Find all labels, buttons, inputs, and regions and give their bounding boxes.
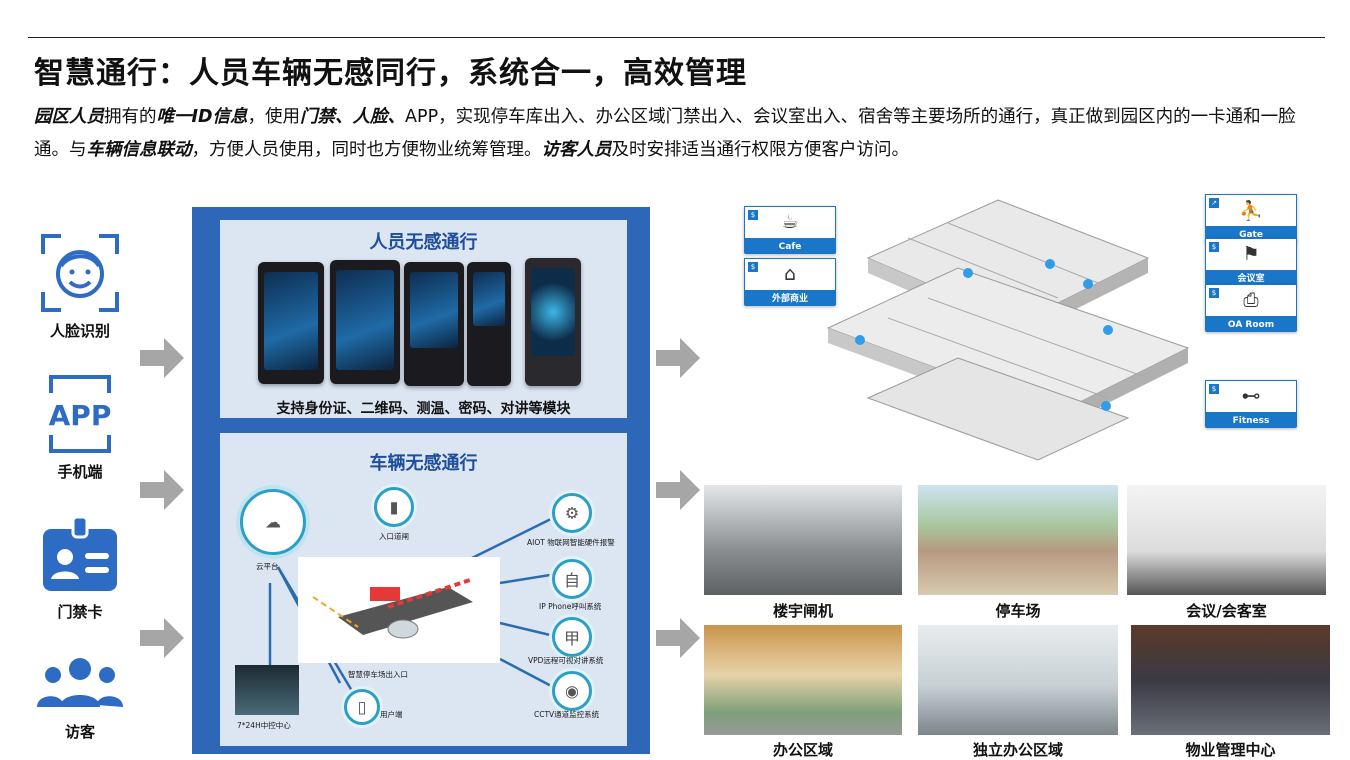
dumbbell-icon: ⊷	[1241, 385, 1261, 407]
face-terminal-device	[330, 260, 400, 384]
visitors-icon	[37, 658, 123, 707]
user-client-label: 用户端	[380, 710, 403, 719]
top-divider	[28, 37, 1325, 38]
tag-shop-label: 外部商业	[771, 294, 808, 304]
left-item-face: 人脸识别	[30, 232, 130, 341]
tag-meeting-label: 会议室	[1237, 274, 1265, 284]
parking-gate-label: 智慧停车场出入口	[348, 670, 408, 679]
arrow-right-icon	[140, 618, 184, 658]
shop-icon: ⌂	[783, 263, 797, 285]
people-section-title: 人员无感通行	[369, 232, 478, 253]
ip-phone-label: IP Phone呼叫系统	[539, 602, 602, 611]
intro-em-visitor: 访客人员	[541, 140, 612, 160]
app-icon: APP	[49, 375, 112, 453]
tag-oa-room-label: OA Room	[1227, 320, 1275, 330]
intro-text: 及时安排适当通行权限方便客户访问。	[611, 140, 910, 160]
tag-oa-room: $⎙ OA Room	[1205, 284, 1297, 332]
photo-meeting-room	[1127, 485, 1326, 595]
arrow-right-icon	[656, 470, 700, 510]
cloud-platform-label: 云平台	[256, 562, 279, 571]
entry-barrier-label: 入口道闸	[379, 532, 409, 541]
photo-label-independent-office: 独立办公区域	[972, 741, 1063, 759]
photo-label-meeting-room: 会议/会客室	[1186, 602, 1267, 620]
intro-text: 拥有的	[104, 107, 157, 127]
left-item-card: 门禁卡	[30, 513, 130, 622]
photo-property-center	[1131, 625, 1330, 735]
ip-phone-node: 自	[552, 559, 592, 599]
vpd-node: 甲	[552, 617, 592, 657]
tag-fitness: $⊷ Fitness	[1205, 380, 1297, 428]
tag-gate-label: Gate	[1239, 230, 1263, 240]
arrow-right-icon	[140, 338, 184, 378]
vpd-label: VPD远程可视对讲系统	[528, 656, 604, 665]
photo-label-parking: 停车场	[995, 602, 1041, 620]
intro-em-vehicle: 车辆信息联动	[86, 140, 192, 160]
meeting-icon: ⚑	[1242, 243, 1260, 265]
intro-em-id: 唯一ID信息	[156, 107, 248, 127]
aiot-label: AIOT 物联网智能硬件报警	[527, 538, 615, 547]
app-label: 手机端	[57, 463, 103, 481]
cctv-node: ◉	[552, 671, 592, 711]
cloud-platform-node: ☁	[240, 489, 306, 555]
intro-em-staff: 园区人员	[34, 107, 104, 127]
face-terminal-device	[404, 262, 464, 386]
tag-gate: ↗⛹ Gate	[1205, 194, 1297, 242]
photo-office-area	[704, 625, 902, 735]
arrow-right-icon	[140, 470, 184, 510]
photo-parking	[918, 485, 1118, 595]
turnstile-icon: ⛹	[1239, 200, 1263, 222]
tag-cafe: $☕ Cafe	[744, 206, 836, 254]
user-client-node: ▯	[344, 689, 380, 725]
building-isometric-image	[826, 199, 1190, 461]
face-recognition-icon	[41, 234, 119, 312]
left-item-visitor: 访客	[30, 655, 130, 742]
tag-cafe-label: Cafe	[778, 242, 802, 252]
vehicle-section-title: 车辆无感通行	[369, 453, 478, 474]
control-center-image	[235, 665, 299, 715]
arrow-right-icon	[656, 618, 700, 658]
access-card-icon	[43, 515, 117, 591]
intro-em-methods: 门禁、人脸、	[300, 107, 406, 127]
face-terminal-device	[258, 262, 324, 384]
aiot-node: ⚙	[552, 493, 592, 533]
intro-text: ，实现停车库出入、办公区域门禁出入、会议室出入、宿舍等主要场所的通行，真正做到园…	[34, 107, 1296, 160]
people-section-caption: 支持身份证、二维码、测温、密码、对讲等模块	[276, 401, 571, 417]
cctv-label: CCTV通道监控系统	[534, 710, 600, 719]
photo-label-office-area: 办公区域	[772, 741, 833, 759]
visitor-label: 访客	[64, 723, 95, 741]
entry-barrier-node: ▮	[374, 487, 414, 527]
intro-text: ，使用	[247, 107, 301, 127]
face-label: 人脸识别	[49, 322, 110, 340]
photo-label-property-center: 物业管理中心	[1185, 741, 1276, 759]
card-reader-device	[525, 258, 581, 386]
photo-independent-office	[918, 625, 1118, 735]
intro-text-app: APP	[405, 107, 439, 127]
printer-icon: ⎙	[1243, 289, 1259, 311]
svg-text:APP: APP	[49, 399, 112, 432]
people-passage-section: 人员无感通行 支持身份证、二维码、测温、密码、对讲等模块	[220, 220, 627, 418]
tag-meeting: $⚑ 会议室	[1205, 238, 1297, 286]
parking-barrier-icon	[312, 577, 474, 639]
left-item-app: APP 手机端	[30, 373, 130, 482]
control-center-label: 7*24H中控中心	[237, 721, 291, 730]
photo-building-gate	[704, 485, 902, 595]
page-title: 智慧通行：人员车辆无感同行，系统合一，高效管理	[34, 56, 747, 91]
tag-shop: $⌂ 外部商业	[744, 258, 836, 306]
vehicle-passage-section: 车辆无感通行 ☁ 云平台 ▮ 入口道闸 ⚙ AIOT 物联网智能硬件报警 自 I…	[220, 433, 627, 746]
arrow-right-icon	[656, 338, 700, 378]
parking-gate-illustration	[298, 557, 500, 663]
card-label: 门禁卡	[57, 603, 103, 621]
intro-text: ，方便人员使用，同时也方便物业统筹管理。	[191, 140, 542, 160]
coffee-cup-icon: ☕	[781, 211, 799, 233]
keypad-terminal-device	[467, 262, 511, 386]
intro-paragraph: 园区人员拥有的唯一ID信息，使用门禁、人脸、APP，实现停车库出入、办公区域门禁…	[34, 101, 1314, 167]
photo-label-building-gate: 楼宇闸机	[772, 602, 833, 620]
tag-fitness-label: Fitness	[1232, 416, 1270, 426]
